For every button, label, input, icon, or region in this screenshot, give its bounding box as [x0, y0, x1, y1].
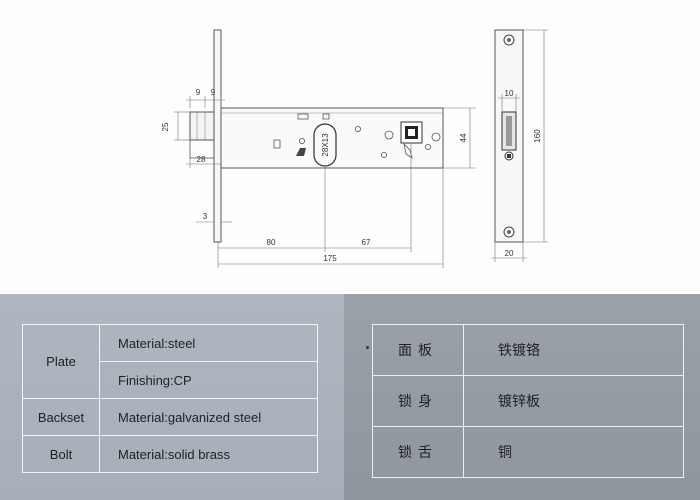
svg-text:44: 44: [459, 133, 468, 142]
svg-text:20: 20: [505, 249, 514, 258]
faceplate-side: [213, 29, 222, 243]
svg-text:9: 9: [211, 88, 216, 97]
bolt-material: Material:solid brass: [99, 435, 318, 473]
svg-text:10: 10: [505, 89, 514, 98]
spec-table-chinese: 面板 铁镀铬 锁身 镀锌板 锁舌 铜: [372, 324, 684, 478]
latch-bolt: [189, 111, 215, 141]
lock-technical-drawing: 28X13 9 9 25 28 3 80 67 175 44: [161, 29, 548, 268]
spec-band: Plate Material:steel Finishing:CP Backse…: [0, 294, 700, 500]
zh-row1-label: 面板: [372, 324, 464, 376]
svg-text:67: 67: [362, 238, 371, 247]
screw-hole-icon: [298, 137, 305, 144]
screw-hole-icon: [424, 143, 431, 150]
plate-label: Plate: [22, 324, 100, 399]
table-row: 锁舌 铜: [372, 426, 684, 478]
screw-hole-icon: [354, 126, 361, 133]
zh-row2-label: 锁身: [372, 375, 464, 427]
backset-material: Material:galvanized steel: [99, 398, 318, 436]
zh-row3-label: 锁舌: [372, 426, 464, 478]
bullet-dot: [366, 346, 369, 349]
svg-text:3: 3: [203, 212, 208, 221]
screw-hole-icon: [380, 151, 387, 158]
plate-material: Material:steel: [99, 324, 318, 362]
zh-row2-value: 镀锌板: [463, 375, 684, 427]
svg-text:175: 175: [323, 254, 337, 263]
slot-label: 28X13: [321, 133, 330, 157]
table-row: Plate Material:steel: [22, 324, 318, 399]
plate-finishing: Finishing:CP: [99, 361, 318, 399]
spec-panel-chinese: 面板 铁镀铬 锁身 镀锌板 锁舌 铜: [344, 294, 700, 500]
svg-text:9: 9: [196, 88, 201, 97]
zh-row3-value: 铜: [463, 426, 684, 478]
svg-text:28: 28: [197, 155, 206, 164]
svg-text:25: 25: [161, 122, 170, 131]
spec-panel-english: Plate Material:steel Finishing:CP Backse…: [0, 294, 344, 500]
table-row: Backset Material:galvanized steel: [22, 398, 318, 436]
table-row: 面板 铁镀铬: [372, 324, 684, 376]
svg-text:80: 80: [267, 238, 276, 247]
screw-hole-icon: [503, 34, 515, 46]
bolt-label: Bolt: [22, 435, 100, 473]
zh-row1-value: 铁镀铬: [463, 324, 684, 376]
screw-hole-icon: [503, 226, 515, 238]
spec-table-english: Plate Material:steel Finishing:CP Backse…: [22, 324, 318, 473]
table-row: Bolt Material:solid brass: [22, 435, 318, 473]
table-row: 锁身 镀锌板: [372, 375, 684, 427]
backset-label: Backset: [22, 398, 100, 436]
table-row: Finishing:CP: [23, 361, 318, 399]
svg-text:160: 160: [533, 129, 542, 143]
